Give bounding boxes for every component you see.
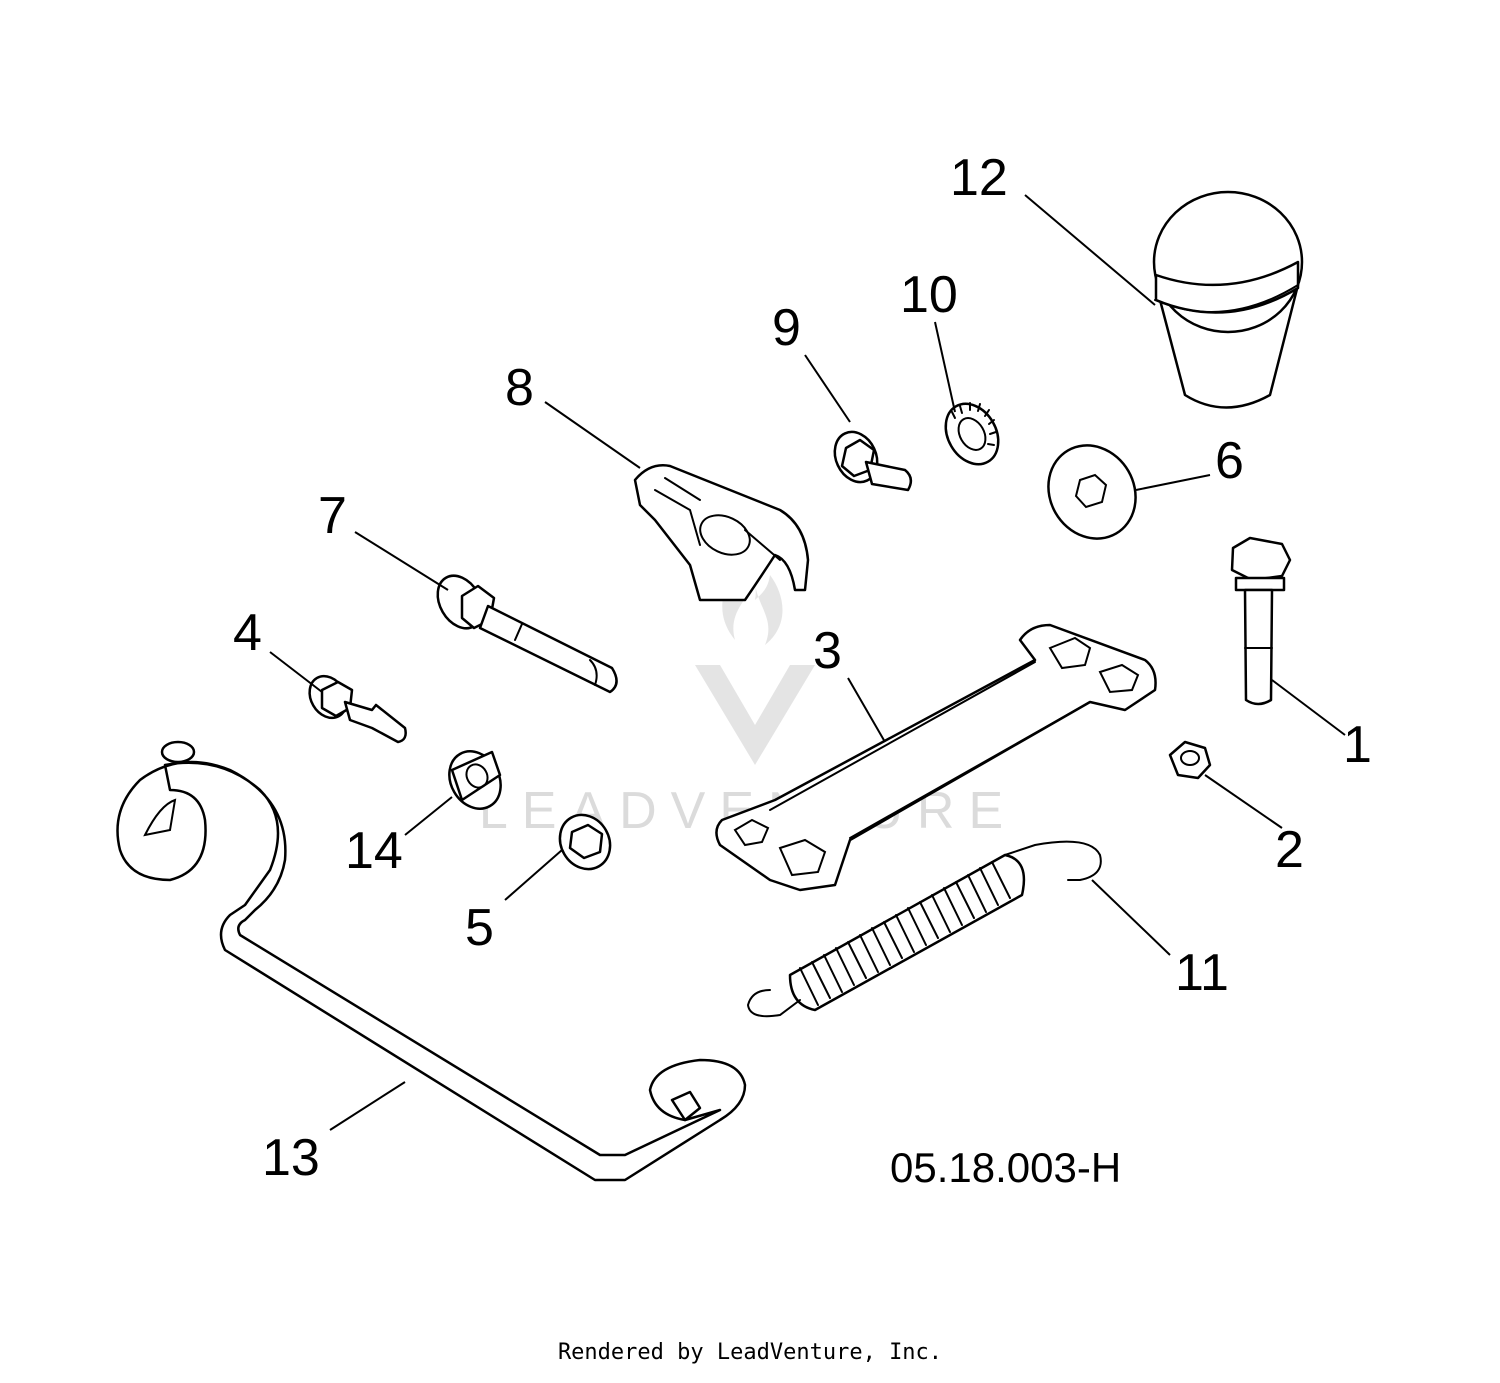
callout-9: 9	[772, 299, 801, 357]
callout-4: 4	[233, 604, 262, 662]
watermark: LEADVENTURE	[479, 560, 1003, 840]
part-11-spring	[746, 840, 1102, 1018]
callout-7: 7	[318, 487, 347, 545]
callout-8: 8	[505, 359, 534, 417]
part-4-bolt	[308, 674, 407, 744]
part-3-lever-plate	[715, 623, 1157, 892]
part-10-nut	[944, 402, 1000, 466]
part-8-bracket	[633, 464, 810, 602]
leader-lines	[269, 194, 1346, 1131]
part-14-spacer	[448, 750, 502, 810]
part-6-washer	[1047, 444, 1137, 540]
callout-6: 6	[1215, 432, 1244, 490]
part-2-lock-nut	[1168, 740, 1212, 780]
callout-10: 10	[900, 266, 958, 324]
callout-5: 5	[465, 899, 494, 957]
callout-3: 3	[813, 622, 842, 680]
callouts: 12 10 9 8 6 7 4 3 1 2 14 5 11 13	[233, 149, 1372, 1187]
callout-13: 13	[262, 1129, 320, 1187]
footer-credit: Rendered by LeadVenture, Inc.	[557, 1340, 943, 1365]
callout-1: 1	[1343, 716, 1372, 774]
watermark-v-logo-icon	[695, 665, 815, 765]
part-7-shoulder-bolt	[436, 574, 618, 694]
part-9-bolt	[833, 430, 913, 492]
callout-11: 11	[1175, 944, 1229, 1002]
part-13-rod	[116, 740, 747, 1182]
part-5-flange-nut	[558, 813, 612, 871]
drawing-code: 05.18.003-H	[890, 1144, 1121, 1191]
part-12-knob	[1152, 190, 1304, 409]
callout-14: 14	[345, 822, 403, 880]
callout-12: 12	[950, 149, 1008, 207]
part-1-bolt	[1230, 536, 1292, 706]
callout-2: 2	[1275, 821, 1304, 879]
